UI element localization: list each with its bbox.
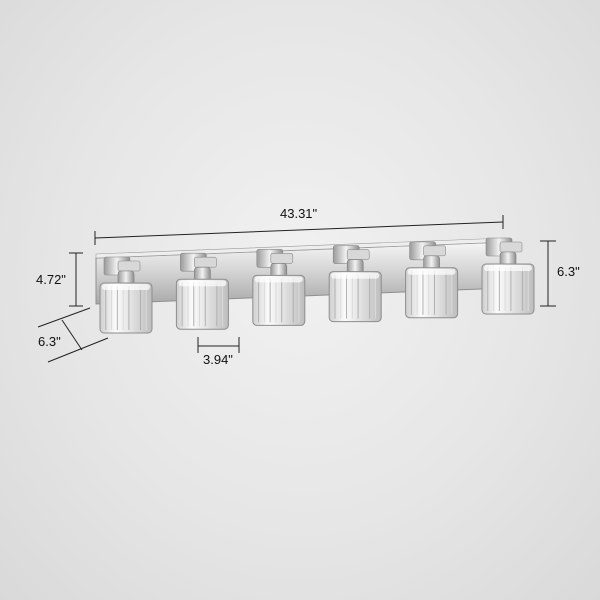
backplate-height-label: 4.72" [36, 272, 66, 287]
crystal-top-highlight [254, 276, 303, 283]
crystal-top-highlight [102, 284, 150, 290]
light-unit-5 [405, 241, 459, 319]
depth-tick-front [47, 337, 109, 363]
overall-height-label: 6.3" [557, 264, 580, 279]
arm [423, 245, 446, 257]
arm [194, 256, 217, 268]
width-dimension-line [94, 221, 504, 239]
crystal-cube [252, 274, 306, 326]
light-unit-2 [175, 252, 229, 330]
crystal-cube [328, 271, 382, 323]
depth-tick-back [37, 307, 91, 328]
light-unit-4 [328, 245, 382, 323]
light-unit-3 [252, 249, 306, 326]
crystal-cube [175, 278, 229, 330]
depth-label: 6.3" [38, 334, 61, 349]
crystal-top-highlight [331, 272, 380, 279]
crystal-cube [481, 263, 535, 315]
dimension-lines [37, 215, 556, 363]
arm [117, 260, 141, 272]
total-width-label: 43.31" [280, 206, 318, 221]
arm [346, 249, 370, 260]
arm [270, 253, 294, 264]
crystal-cube [405, 267, 459, 319]
depth-dimension-line [61, 319, 83, 351]
light-unit-1 [99, 256, 153, 334]
glass-shades [99, 237, 535, 334]
shade-width-label: 3.94" [203, 352, 233, 367]
crystal-top-highlight [407, 268, 456, 275]
crystal-top-highlight [484, 265, 532, 271]
crystal-cube [99, 282, 153, 334]
light-unit-6 [481, 237, 535, 315]
arm [499, 241, 523, 253]
crystal-top-highlight [178, 280, 227, 287]
